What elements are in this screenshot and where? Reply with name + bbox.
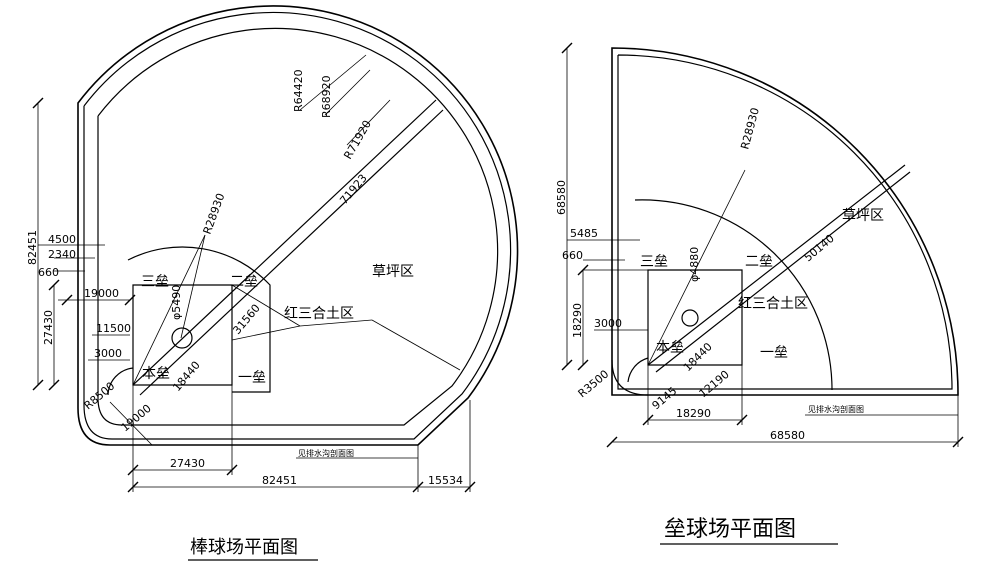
baseball-centerline-b	[139, 109, 444, 396]
baseball-radius-line-2	[180, 234, 206, 339]
baseball-first-base: 一垒	[238, 370, 266, 386]
baseball-clay-line-2	[299, 319, 373, 327]
softball-home-arc	[627, 357, 649, 383]
baseball-clay-line-4	[231, 325, 301, 341]
baseball-dim-bottom-15534-text: 15534	[428, 474, 463, 487]
softball-dim-3000: 3000	[594, 317, 622, 330]
baseball-third-base: 三垒	[141, 274, 169, 290]
baseball-dim-bottom-27430-text: 27430	[170, 457, 205, 470]
baseball-dim-18440: 18440	[170, 359, 202, 394]
softball-pitcher-mound	[681, 309, 699, 327]
baseball-dim-19000: 19000	[84, 287, 119, 300]
softball-inner-boundary	[611, 359, 649, 396]
softball-grass-label: 草坪区	[842, 208, 884, 224]
softball-dim-5485: 5485	[570, 227, 598, 240]
baseball-grass-label: 草坪区	[372, 264, 414, 280]
baseball-radius-line	[132, 234, 206, 386]
baseball-dim-31560: 31560	[230, 302, 262, 337]
softball-dim-18290-left: 18290	[571, 303, 584, 338]
baseball-home-arc	[107, 367, 134, 396]
baseball-r-leader-1	[299, 54, 367, 111]
softball-dim-diag: 50140	[802, 232, 837, 264]
softball-second-base: 二垒	[745, 254, 773, 270]
baseball-radius-r2: R68920	[320, 75, 333, 118]
softball-centerline-b	[655, 171, 911, 373]
baseball-dim-lower-19000: 19000	[119, 402, 154, 434]
softball-field: 草坪区 红三合土区 三垒 二垒 一垒 本垒 R28930 50140 φ4880…	[555, 42, 964, 545]
softball-drain-note: 见排水沟剖面图	[808, 404, 864, 414]
baseball-pitcher-mound	[171, 327, 193, 349]
baseball-infield-arc	[127, 246, 271, 393]
baseball-dim-11500: 11500	[96, 322, 131, 335]
softball-radius-home: R3500	[576, 367, 612, 400]
baseball-clay-line-1	[231, 284, 301, 327]
baseball-dim-2340: 2340	[48, 248, 76, 261]
softball-centerline-a	[647, 164, 906, 366]
baseball-dim-4500: 4500	[48, 233, 76, 246]
baseball-drain-note: 见排水沟剖面图	[298, 448, 354, 458]
baseball-mid-boundary	[83, 11, 512, 440]
baseball-radius-r1: R64420	[292, 69, 305, 112]
baseball-clay-label: 红三合土区	[284, 306, 354, 322]
softball-infield-arc	[634, 199, 833, 391]
baseball-dim-27430-left: 27430	[42, 310, 55, 345]
softball-radius-mound: φ4880	[688, 247, 701, 282]
baseball-centerline-a	[132, 99, 437, 386]
baseball-radius-mound: φ5490	[170, 285, 183, 320]
baseball-second-base: 二垒	[230, 274, 258, 290]
softball-dim-bottom-68580-text: 68580	[770, 429, 805, 442]
softball-first-base: 一垒	[760, 345, 788, 361]
baseball-title: 棒球场平面图	[190, 537, 298, 558]
softball-title: 垒球场平面图	[664, 517, 796, 542]
baseball-dim-660: 660	[38, 266, 59, 279]
softball-dim-660: 660	[562, 249, 583, 262]
softball-mid-boundary	[617, 54, 953, 390]
baseball-inner-boundary	[97, 27, 499, 426]
softball-dim-bottom-18290-text: 18290	[676, 407, 711, 420]
baseball-clay-line-3	[371, 319, 461, 371]
softball-dim-68580-left: 68580	[555, 180, 568, 215]
baseball-r-leader-2	[324, 69, 371, 116]
baseball-outer-boundary	[77, 5, 519, 446]
softball-radius-line	[647, 169, 746, 366]
baseball-field: 草坪区 红三合土区 三垒 二垒 一垒 本垒 R64420 R68920 R719…	[26, 5, 519, 561]
baseball-dim-82451-left: 82451	[26, 230, 39, 265]
baseball-home-base: 本垒	[142, 366, 170, 382]
softball-dim-18440: 18440	[681, 340, 715, 374]
baseball-dim-3000: 3000	[94, 347, 122, 360]
softball-outer-boundary	[611, 47, 959, 396]
baseball-radius-r3: R71920	[341, 118, 374, 161]
softball-clay-label: 红三合土区	[738, 296, 808, 312]
softball-radius-infield: R28930	[738, 106, 762, 151]
softball-third-base: 三垒	[640, 254, 668, 270]
softball-home-base: 本垒	[656, 340, 684, 356]
baseball-radius-infield: R28930	[201, 192, 228, 237]
baseball-dim-bottom-82451-text: 82451	[262, 474, 297, 487]
baseball-r-leader-3	[346, 99, 391, 146]
